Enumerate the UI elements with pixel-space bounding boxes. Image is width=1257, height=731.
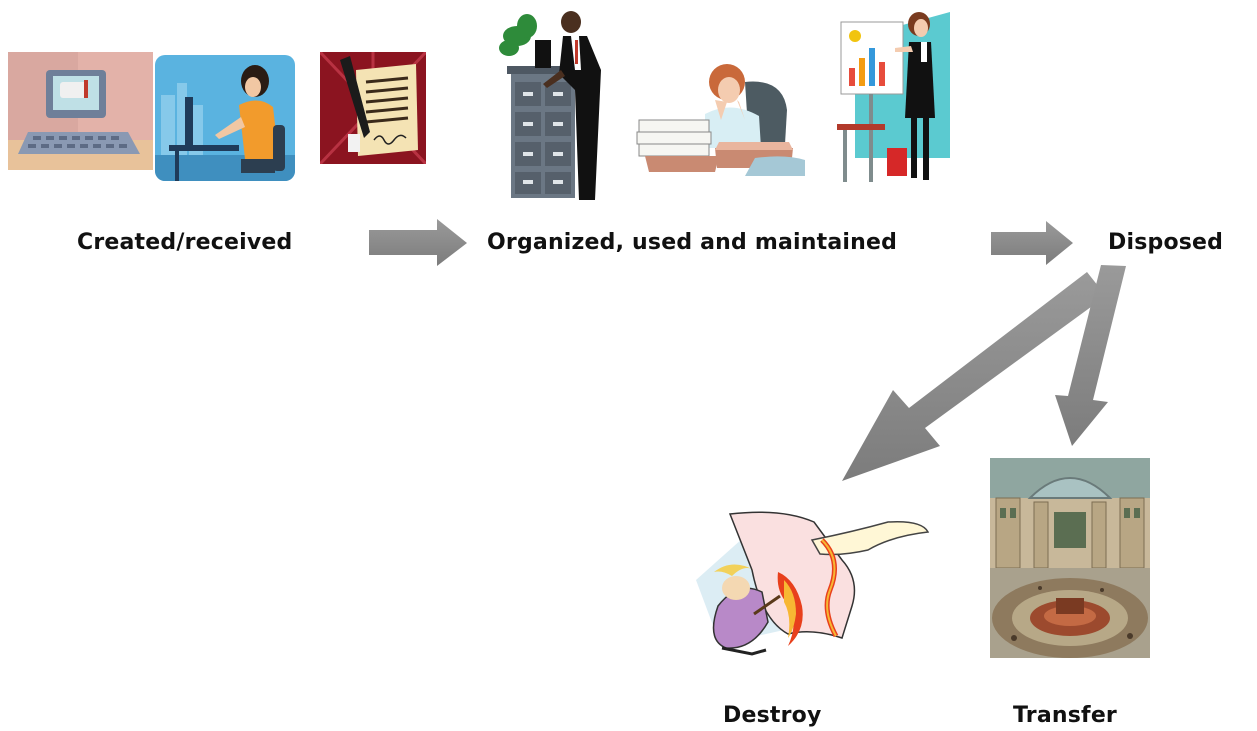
- outcome-destroy-label: Destroy: [723, 703, 822, 728]
- woman-presenting-chart-icon: [835, 8, 950, 186]
- stage-created-label: Created/received: [77, 230, 293, 255]
- arrow-created-to-organized: [369, 219, 467, 266]
- stage-organized-label: Organized, used and maintained: [487, 230, 898, 255]
- man-at-filing-cabinet-icon: [497, 10, 617, 208]
- library-reading-room-icon: [990, 458, 1150, 658]
- pen-signing-document-icon: [320, 52, 426, 164]
- burning-paper-icon: [692, 510, 932, 660]
- arrow-disposed-to-transfer: [1055, 265, 1126, 446]
- computer-mailbox-icon: [8, 52, 153, 170]
- woman-at-computer-icon: [155, 55, 295, 181]
- outcome-transfer-label: Transfer: [1013, 703, 1117, 728]
- arrow-organized-to-disposed: [991, 221, 1073, 265]
- arrow-disposed-to-destroy: [842, 272, 1106, 481]
- stage-disposed-label: Disposed: [1108, 230, 1224, 255]
- stressed-woman-at-desk-icon: [635, 64, 805, 178]
